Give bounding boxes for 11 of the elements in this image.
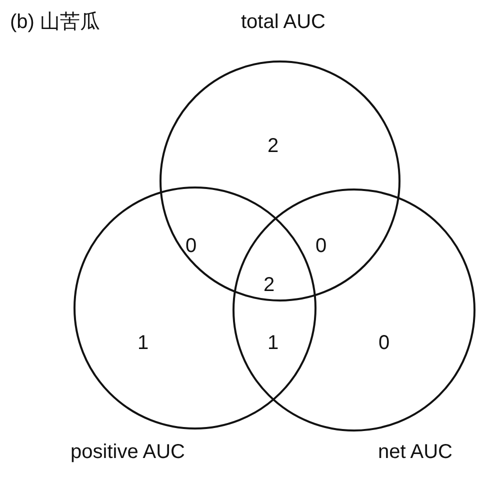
- count-label: 2: [268, 136, 279, 156]
- count-label: 0: [186, 236, 197, 256]
- set-label: net AUC: [378, 442, 452, 462]
- title-text: (b) 山苦瓜: [10, 12, 100, 32]
- set-label: total AUC: [241, 12, 326, 32]
- set-label: positive AUC: [70, 442, 185, 462]
- count-label: 1: [268, 333, 279, 353]
- count-label: 0: [378, 333, 390, 353]
- count-label: 1: [138, 333, 149, 353]
- count-label: 0: [316, 236, 327, 256]
- count-label: 2: [264, 275, 275, 295]
